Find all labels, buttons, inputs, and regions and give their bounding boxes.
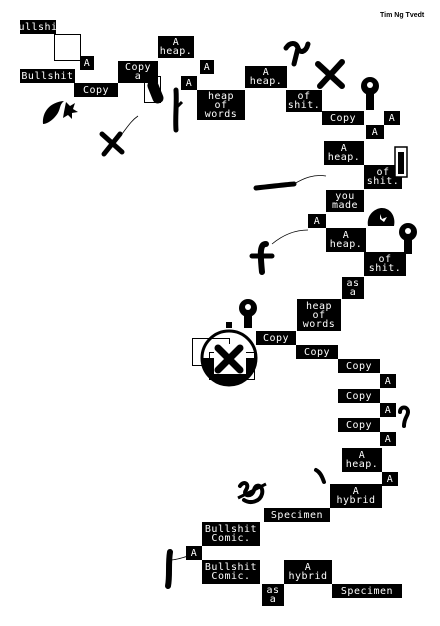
text-cell: A heap.: [158, 36, 194, 58]
text-cell: Copy: [296, 345, 338, 359]
text-cell: Specimen: [332, 584, 402, 598]
post-icon: [165, 549, 189, 589]
keyhole-icon: [239, 299, 257, 328]
text-cell: A: [382, 472, 398, 486]
text-cell: A hybrid: [330, 484, 382, 508]
cross-mark-icon: [99, 115, 139, 157]
text-cell: heap of words: [197, 90, 245, 120]
text-cell: as a: [262, 584, 284, 606]
text-cell: A: [186, 546, 202, 560]
tick-icon: [314, 468, 326, 484]
text-cell: A: [200, 60, 214, 74]
hook-icon: [398, 405, 411, 428]
text-cell: A hybrid: [284, 560, 332, 584]
stick-icon: [253, 175, 327, 191]
text-cell: A: [380, 374, 396, 388]
text-cell: Copy: [338, 418, 380, 432]
text-cell: Bullshit Comic.: [202, 522, 260, 546]
text-cell: Copy a: [118, 61, 158, 83]
branch-icon: [173, 87, 184, 133]
text-cell: Copy: [338, 389, 380, 403]
text-cell: A heap.: [342, 448, 382, 472]
leaf-icon: [42, 101, 78, 124]
text-cell: A heap.: [245, 66, 287, 88]
author-credit: Tim Ng Tvedt: [380, 12, 425, 19]
splat-icon: [367, 208, 395, 226]
text-cell: Bullshit Comic.: [202, 560, 260, 584]
squiggle-glyph-icon: [283, 41, 311, 67]
circle-cross-icon: [200, 322, 258, 387]
text-cell: A: [308, 214, 326, 228]
text-cell: A: [366, 125, 384, 139]
text-cell: Specimen: [264, 508, 330, 522]
text-cell: of shit.: [364, 252, 406, 276]
outline-frame: [54, 34, 81, 61]
text-cell: Copy: [322, 111, 364, 125]
text-cell: as a: [342, 277, 364, 299]
text-cell: Bullshit: [20, 69, 75, 83]
text-cell: Copy: [338, 359, 380, 373]
text-cell: A heap.: [326, 228, 366, 252]
text-cell: A: [380, 432, 396, 446]
text-cell: Bullshit: [11, 20, 65, 34]
text-cell: A heap.: [324, 141, 364, 165]
scribble-icon: [237, 481, 267, 504]
text-cell: A: [80, 56, 94, 70]
text-cell: Copy: [74, 83, 118, 97]
text-cell: heap of words: [297, 299, 341, 331]
cross-glyph-icon: [315, 59, 345, 89]
text-cell: Copy: [256, 331, 296, 345]
tilted-bar-icon: [147, 80, 164, 104]
bracket-icon: [394, 146, 408, 178]
text-cell: of shit.: [286, 90, 322, 112]
text-cell: A: [384, 111, 400, 125]
text-cell: you made: [326, 190, 364, 212]
f-glyph-icon: [249, 229, 309, 275]
text-cell: A: [380, 403, 396, 417]
keyhole-icon: [361, 77, 379, 110]
keyhole-icon: [399, 223, 417, 254]
text-cell: A: [181, 76, 197, 90]
